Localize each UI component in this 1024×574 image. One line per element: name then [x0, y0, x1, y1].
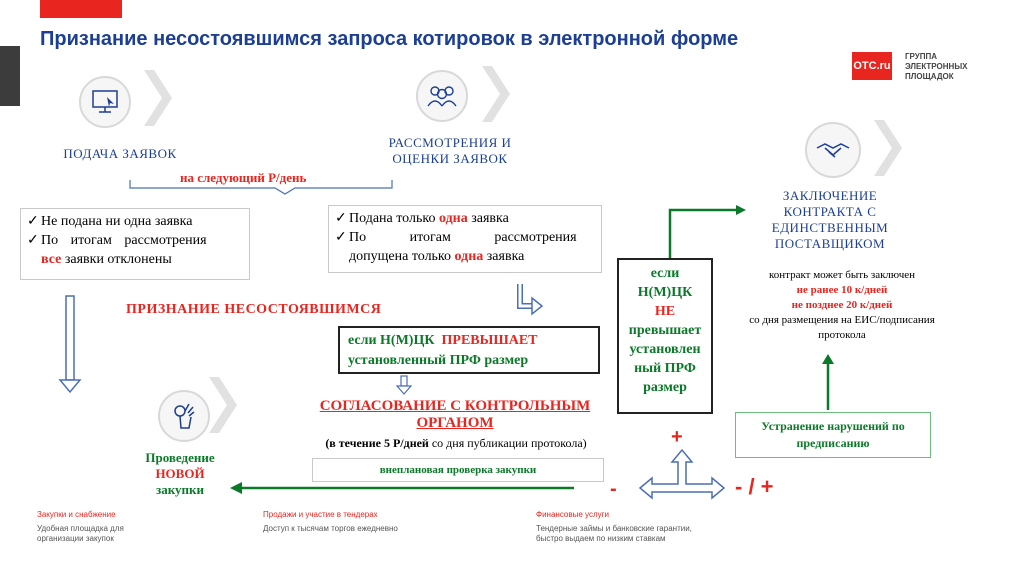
list-item-continuation: допущена только одна заявка: [349, 249, 525, 264]
list-item: ✓Не подана ни одна заявка: [27, 214, 193, 229]
down-arrow-small: [395, 375, 413, 395]
three-way-arrow: [638, 448, 726, 500]
green-arrow-to-contract: [668, 208, 738, 258]
next-day-brace: [129, 180, 393, 195]
exceeds-box: если Н(М)ЦК ПРЕВЫШАЕТ установленный ПРФ …: [338, 326, 600, 374]
footer-column: Финансовые услуги Тендерные займы и банк…: [536, 510, 692, 543]
minus-plus-sign: - / +: [735, 474, 774, 499]
left-condition-box: ✓Не подана ни одна заявка ✓По итогам рас…: [20, 208, 250, 280]
handshake-icon: [805, 122, 861, 178]
logo-mark: ОТС.ru: [852, 52, 892, 80]
list-item-continuation: все заявки отклонены: [41, 252, 172, 267]
control-period: (в течение 5 Р/дней со дня публикации пр…: [325, 436, 587, 450]
chevron-right-icon: [144, 70, 172, 126]
chevron-right-icon: [209, 377, 237, 433]
header-accent-bar: [40, 0, 122, 18]
list-item: ✓По итогам рассмотрения: [27, 233, 207, 248]
failed-label: ПРИЗНАНИЕ НЕСОСТОЯВШИМСЯ: [126, 302, 382, 317]
stage-submit: ПОДАЧА ЗАЯВОК: [63, 146, 177, 161]
minus-sign: -: [610, 478, 617, 500]
right-condition-box: ✓Подана только одна заявка ✓По итогам ра…: [328, 205, 602, 273]
chevron-right-icon: [482, 66, 510, 122]
contract-note: контракт может быть заключен не ранее 10…: [749, 269, 935, 341]
down-arrow-left: [58, 295, 82, 394]
users-icon: [416, 70, 468, 122]
footer-column: Продажи и участие в тендерах Доступ к ты…: [263, 510, 398, 533]
page-title: Признание несостоявшимся запроса котиров…: [40, 28, 739, 50]
not-exceeds-box: если Н(М)ЦК НЕ превышает установлен ный …: [617, 258, 713, 414]
side-accent-bar: [0, 46, 20, 106]
next-day-label: на следующий Р/день: [180, 170, 307, 185]
list-item: ✓По итогам рассмотрения: [335, 230, 577, 245]
ok-hand-icon: [158, 390, 210, 442]
plus-sign: +: [671, 426, 683, 448]
chevron-right-icon: [874, 120, 902, 176]
computer-icon: [79, 76, 131, 128]
turn-arrow: [517, 284, 544, 316]
list-item: ✓Подана только одна заявка: [335, 211, 509, 226]
unplanned-check-box: внеплановая проверка закупки: [312, 458, 604, 482]
footer-column: Закупки и снабжение Удобная площадка для…: [37, 510, 124, 543]
